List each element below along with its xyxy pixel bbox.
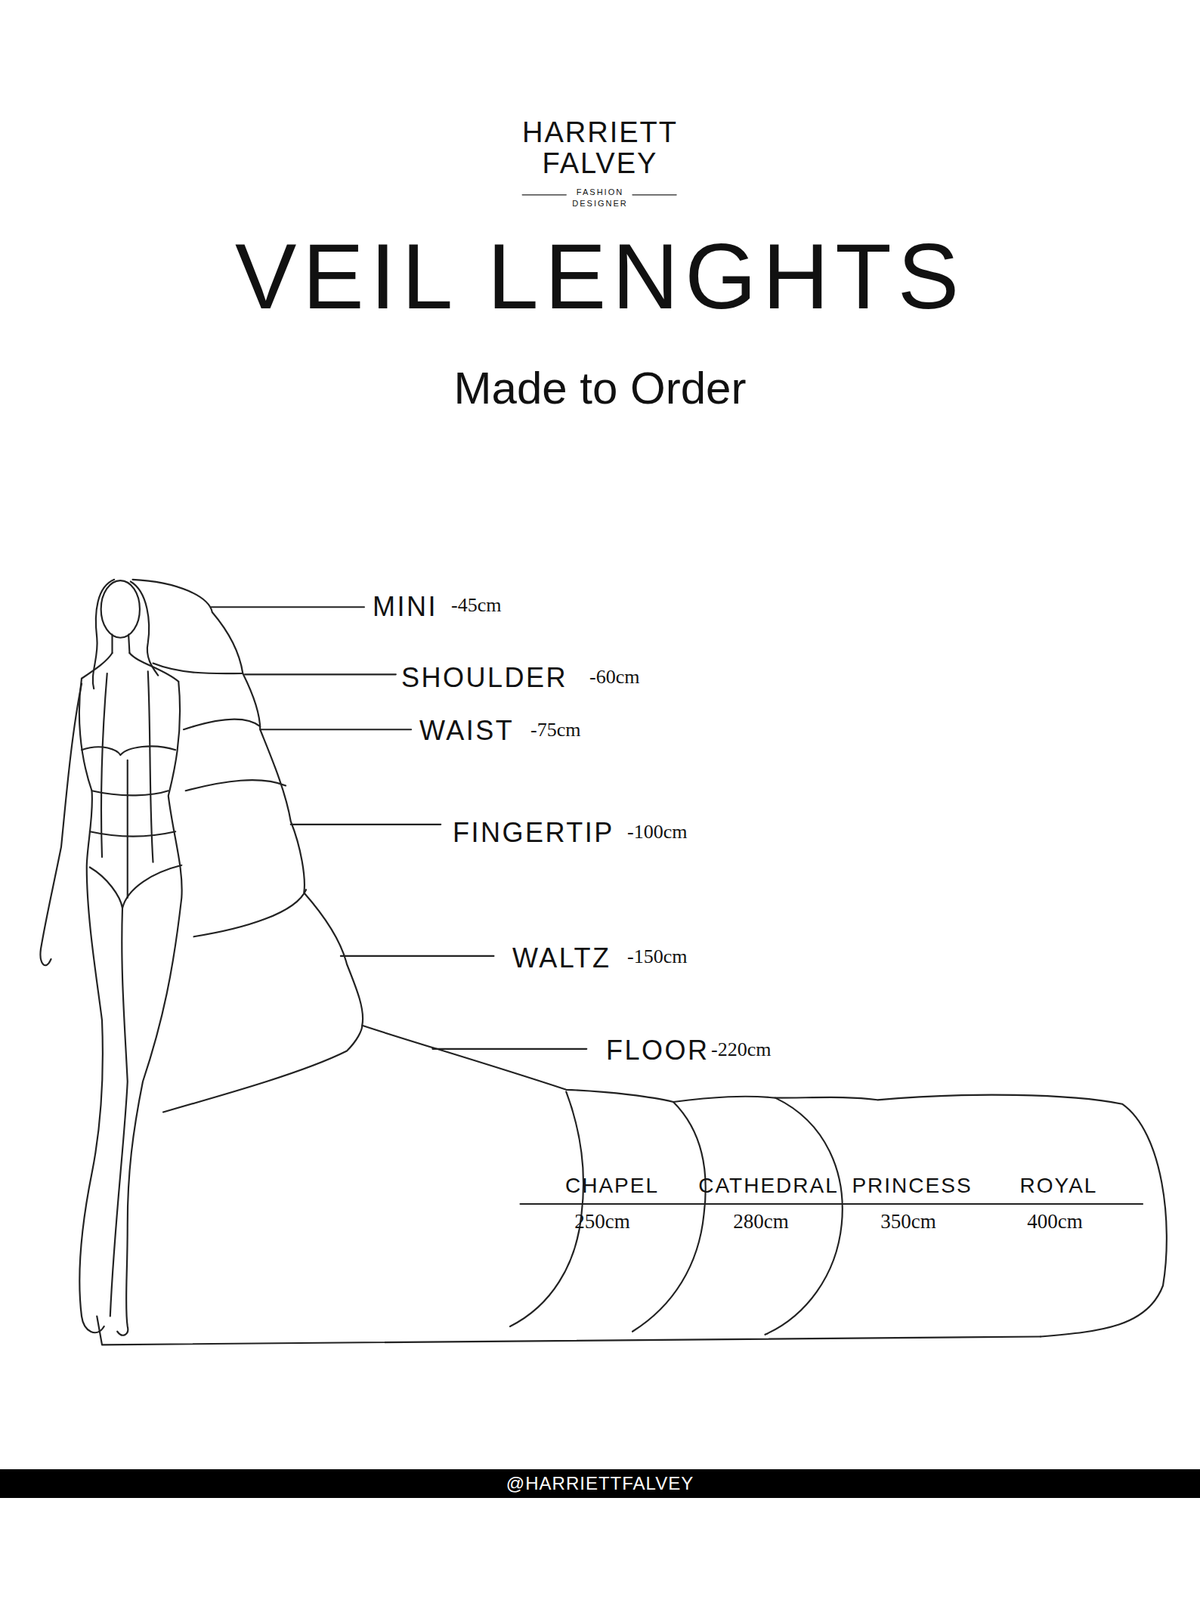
footer-handle: @HARRIETTFALVEY — [506, 1473, 694, 1494]
length-name: FINGERTIP — [452, 817, 615, 848]
veil-floor-edge — [96, 1316, 1041, 1346]
length-value: -150cm — [627, 946, 687, 969]
length-name: SHOULDER — [401, 662, 568, 693]
subtitle: Made to Order — [454, 363, 747, 414]
train-name: PRINCESS — [851, 1174, 972, 1198]
figure-shoulders — [81, 652, 179, 682]
veil-outline — [132, 579, 1167, 1337]
title: VEIL LENGHTS — [235, 230, 965, 323]
length-name: FLOOR — [606, 1035, 710, 1066]
length-value: -100cm — [627, 821, 687, 844]
length-value: -45cm — [451, 594, 502, 617]
leader-line — [210, 606, 365, 608]
leader-line — [290, 823, 441, 826]
train-name: ROYAL — [1020, 1174, 1098, 1198]
leader-line — [340, 955, 495, 957]
train-rule — [520, 1203, 1144, 1205]
figure-arm — [40, 683, 82, 966]
veil-band-edge — [185, 779, 286, 791]
length-name: MINI — [372, 591, 438, 622]
figure-garment — [89, 865, 183, 909]
length-value: -75cm — [530, 719, 581, 742]
length-name: WAIST — [419, 715, 514, 746]
train-edge — [510, 1091, 584, 1327]
figure-hair — [130, 581, 158, 676]
figure-neck — [112, 634, 130, 653]
footer-bar — [0, 1469, 1200, 1498]
train-value: 350cm — [880, 1210, 937, 1234]
figure-seam — [81, 745, 176, 836]
length-name: WALTZ — [512, 943, 611, 974]
veil-band-edge — [153, 663, 244, 675]
brand-name: HARRIETT FALVEY — [501, 117, 699, 180]
figure-hair — [92, 579, 115, 689]
train-value: 280cm — [732, 1210, 789, 1234]
length-value: -60cm — [589, 666, 640, 689]
veil-band-edge — [163, 1025, 362, 1113]
figure-leg — [110, 908, 128, 1317]
leader-line — [432, 1048, 587, 1050]
figure-head — [101, 580, 140, 638]
train-name: CHAPEL — [565, 1174, 659, 1198]
train-name: CATHEDRAL — [698, 1174, 839, 1198]
length-value: -220cm — [711, 1039, 771, 1061]
figure-contour — [79, 678, 105, 1333]
veil-band-edge — [194, 889, 307, 937]
leader-line — [244, 673, 396, 675]
train-value: 400cm — [1026, 1210, 1083, 1234]
leader-line — [259, 728, 412, 730]
logo-rule — [522, 194, 566, 195]
veil-band-edge — [183, 719, 260, 730]
train-edge — [632, 1101, 706, 1332]
logo-rule — [632, 194, 677, 195]
train-value: 250cm — [574, 1210, 631, 1234]
brand-tagline: FASHION DESIGNER — [565, 186, 635, 210]
figure-seam — [101, 671, 154, 898]
